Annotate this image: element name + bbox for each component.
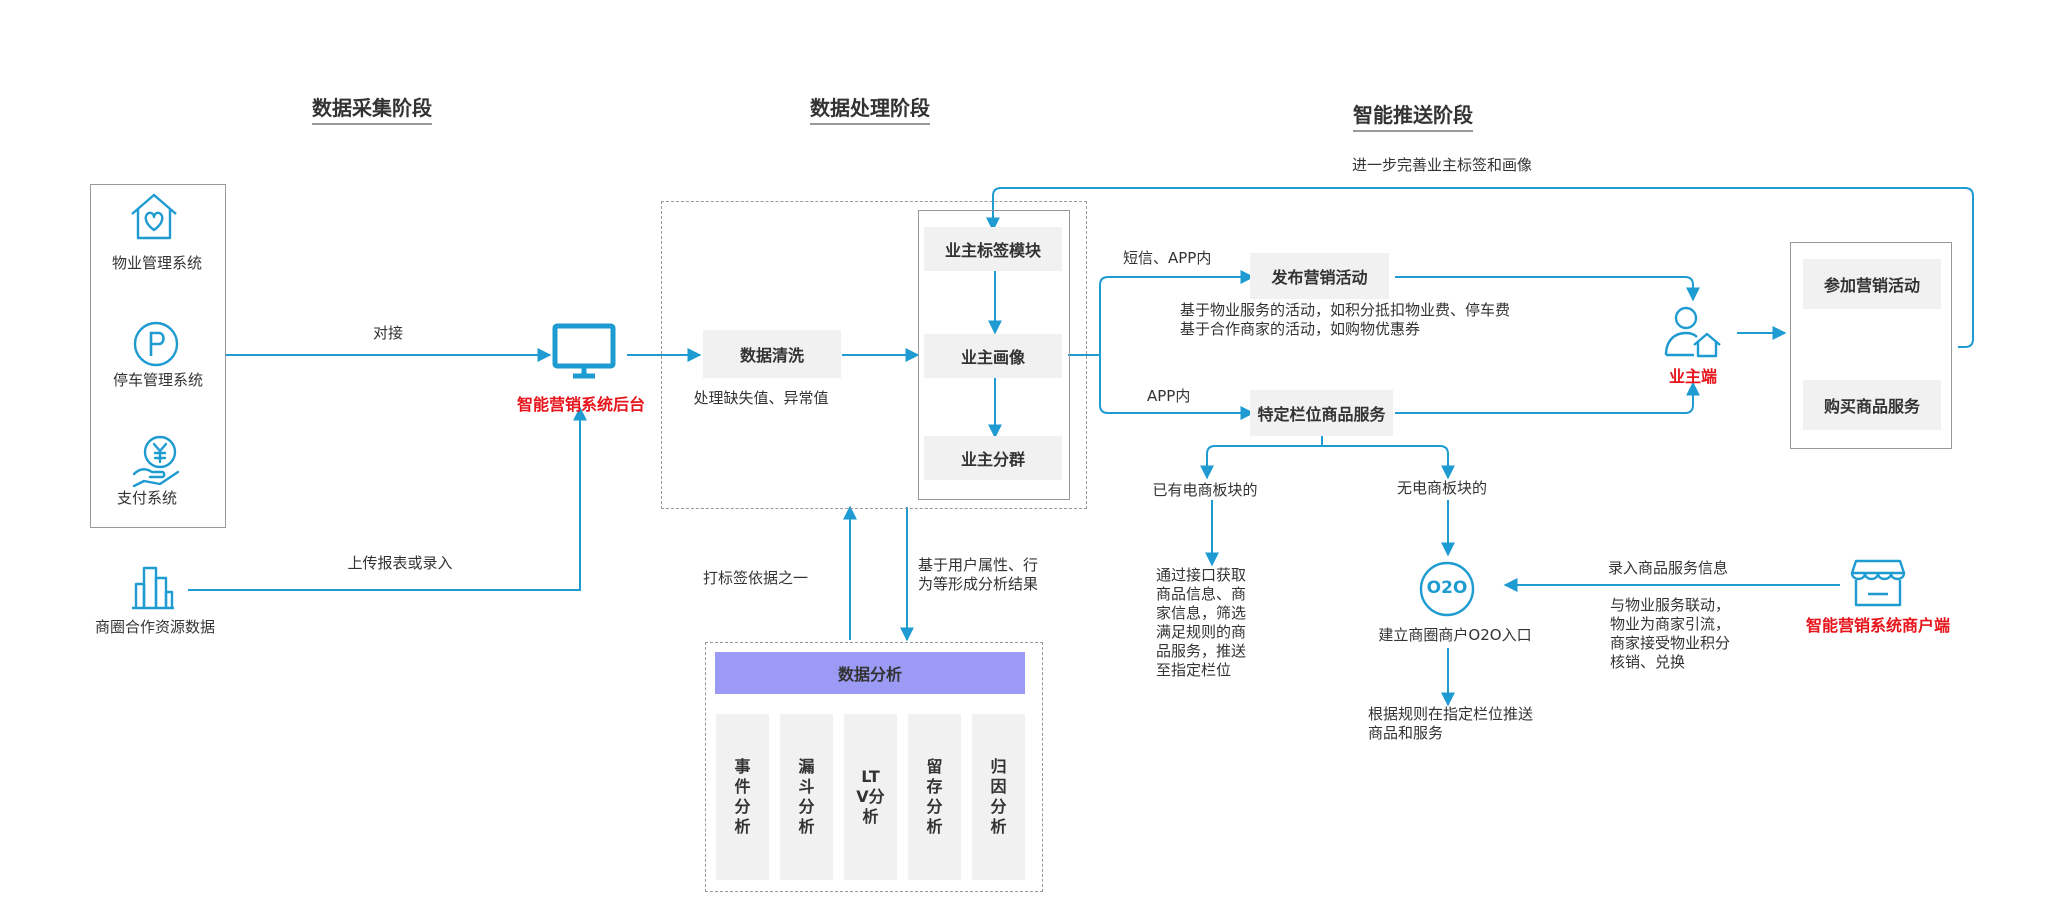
o2o-circle-icon <box>1419 561 1475 617</box>
edge-label-upload: 上传报表或录入 <box>347 554 453 572</box>
analysis-item-retention: 留存分析 <box>908 714 961 880</box>
owner-module-frame <box>918 210 1070 500</box>
edge-label-dock: 对接 <box>372 324 404 342</box>
source-systems-frame <box>90 184 226 528</box>
edge-label-sms-app: 短信、APP内 <box>1123 249 1212 267</box>
source-payment-label: 支付系统 <box>116 489 178 507</box>
edge-column-branches <box>1200 435 1323 480</box>
stage-title-collect: 数据采集阶段 <box>312 92 432 125</box>
edge-label-app-inner: APP内 <box>1147 387 1191 405</box>
column-service-box: 特定栏位商品服务 <box>1250 390 1393 436</box>
merchant-label: 智能营销系统商户端 <box>1805 616 1951 635</box>
edge-label-improve: 进一步完善业主标签和画像 <box>1351 156 1533 174</box>
edge-label-merchant-input: 录入商品服务信息 <box>1608 559 1729 577</box>
monitor-icon <box>552 323 616 379</box>
analysis-frame <box>705 642 1043 892</box>
analysis-item-event: 事件分析 <box>716 714 769 880</box>
edge-publish-owner <box>1395 276 1700 302</box>
stage-title-process: 数据处理阶段 <box>810 92 930 125</box>
publish-note: 基于物业服务的活动，如积分抵扣物业费、停车费 基于合作商家的活动，如购物优惠券 <box>1180 301 1511 338</box>
stage-title-push: 智能推送阶段 <box>1353 99 1473 132</box>
data-clean-note: 处理缺失值、异常值 <box>693 389 829 407</box>
edge-portrait-split <box>1068 270 1255 356</box>
processing-frame <box>661 201 1087 509</box>
backend-label: 智能营销系统后台 <box>516 395 646 414</box>
source-parking-label: 停车管理系统 <box>112 371 204 389</box>
hand-coin-icon <box>132 435 180 488</box>
analysis-item-ltv: LTV分析 <box>844 714 897 880</box>
source-business-label: 商圈合作资源数据 <box>94 618 216 636</box>
analysis-item-attribution: 归因分析 <box>972 714 1025 880</box>
o2o-note: 根据规则在指定栏位推送 商品和服务 <box>1368 705 1534 742</box>
portrait-box: 业主画像 <box>924 334 1062 378</box>
owner-actions-frame <box>1790 242 1952 449</box>
has-ecom-label: 已有电商板块的 <box>1152 481 1258 499</box>
publish-box: 发布营销活动 <box>1250 253 1389 299</box>
edge-portrait-app <box>1099 355 1255 420</box>
join-box: 参加营销活动 <box>1803 259 1941 309</box>
buildings-icon <box>132 566 174 610</box>
edge-label-analysis-result: 基于用户属性、行 为等形成分析结果 <box>918 556 1039 593</box>
edge-improve <box>986 187 1974 348</box>
tag-module-box: 业主标签模块 <box>924 227 1062 271</box>
merchant-note: 与物业服务联动， 物业为商家引流， 商家接受物业积分 核销、兑换 <box>1610 596 1731 671</box>
no-ecom-label: 无电商板块的 <box>1396 479 1488 497</box>
source-property-label: 物业管理系统 <box>111 254 203 272</box>
analysis-title: 数据分析 <box>715 652 1025 694</box>
store-icon <box>1850 559 1906 607</box>
o2o-icon-text: O2O <box>1426 578 1468 598</box>
analysis-item-funnel: 漏斗分析 <box>780 714 833 880</box>
o2o-label: 建立商圈商户O2O入口 <box>1378 626 1532 644</box>
has-ecom-note: 通过接口获取 商品信息、商 家信息，筛选 满足规则的商 品服务，推送 至指定栏位 <box>1156 566 1247 679</box>
owner-label: 业主端 <box>1668 367 1718 386</box>
edge-column-owner <box>1395 381 1700 414</box>
buy-box: 购买商品服务 <box>1803 380 1941 430</box>
user-home-icon <box>1664 306 1721 358</box>
edge-column-noecom <box>1322 445 1455 480</box>
data-clean-box: 数据清洗 <box>703 330 841 378</box>
edge-label-tag-basis: 打标签依据之一 <box>703 569 809 587</box>
group-box: 业主分群 <box>924 436 1062 480</box>
house-heart-icon <box>131 193 177 240</box>
parking-icon <box>133 321 179 367</box>
edge-upload <box>188 406 587 591</box>
